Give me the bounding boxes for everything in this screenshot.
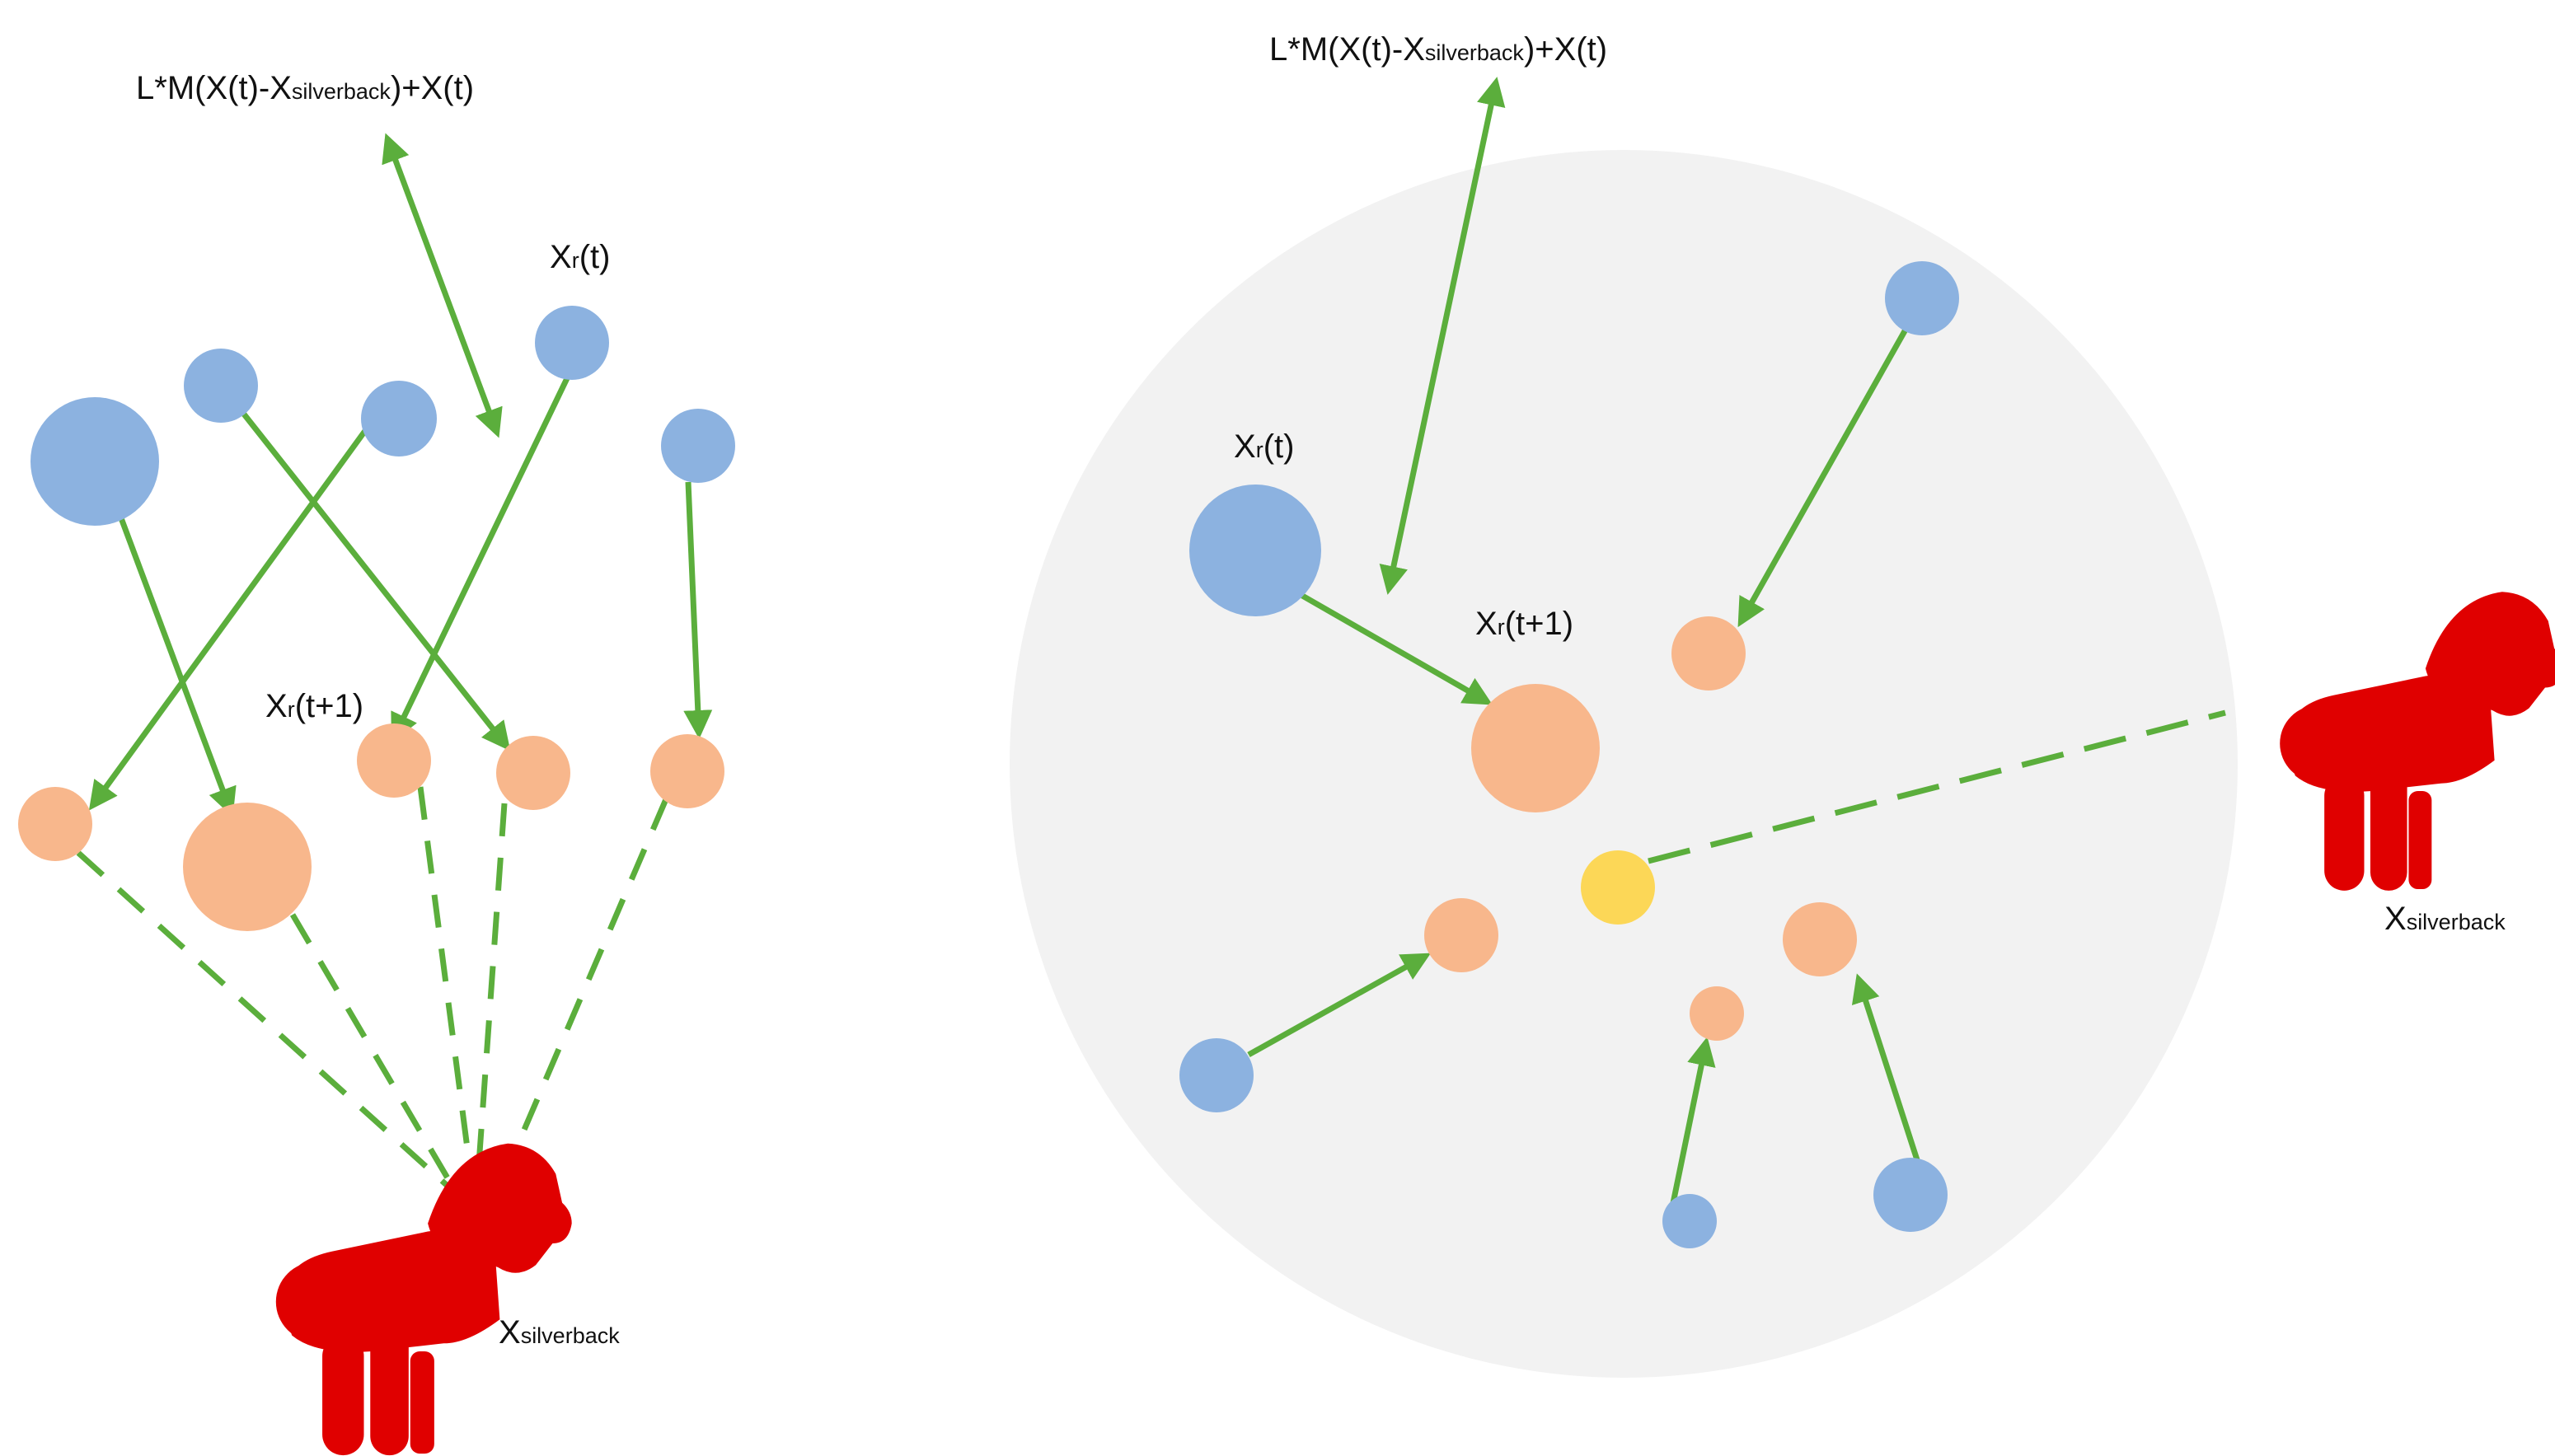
dashed-link [1648,709,2226,864]
right-update-arrows [1247,77,1924,1204]
explorer-circle [1873,1158,1948,1232]
candidate-circle [357,723,431,798]
formula-arrow [1379,77,1506,595]
explorer-circle [1662,1194,1717,1248]
arrow [1851,973,1924,1172]
left-formula-label: L*M(X(t)-Xsilverback)+X(t) [136,70,474,106]
arrow [88,426,369,811]
dashed-link [76,850,460,1197]
candidate-circle [650,734,724,808]
left-xr-t-label: Xr(t) [550,239,610,275]
right-next-positions [1424,616,1857,1041]
candidate-circle [1671,616,1746,691]
right-current-positions [1179,261,1959,1248]
arrow [1296,590,1493,705]
gorilla-icon [275,1143,572,1456]
arrow [1670,1037,1716,1204]
explorer-circle [1179,1038,1254,1112]
candidate-circle [496,736,570,810]
formula-arrow [382,133,503,438]
left-xr-t1-label: Xr(t+1) [265,688,363,724]
candidate-circle [1424,898,1498,972]
best-solution-circle [1581,850,1655,925]
candidate-circle [1783,902,1857,976]
left-silverback-label: Xsilverback [499,1314,620,1351]
arrow [1737,328,1909,628]
explorer-circle [661,409,735,483]
right-formula-label: L*M(X(t)-Xsilverback)+X(t) [1269,31,1607,68]
arrow [237,405,511,751]
right-silverback-label: Xsilverback [2384,901,2506,937]
dashed-link [473,803,508,1200]
dashed-link [417,786,477,1200]
left-update-arrows [88,133,713,817]
left-silverback-links [76,786,669,1201]
dashed-link [289,913,461,1196]
explorer-circle [535,306,609,380]
left-current-positions [30,306,735,526]
explorer-circle [361,381,437,456]
arrow [112,501,237,817]
right-xr-t-label: Xr(t) [1234,428,1294,465]
right-xr-t1-label: Xr(t+1) [1475,606,1573,642]
dashed-link [491,798,669,1201]
arrow [683,481,713,739]
arrow [391,373,572,743]
arrow [1247,953,1432,1058]
gorilla-icon [2280,592,2555,891]
explorer-circle [1189,485,1321,616]
candidate-circle [1471,684,1600,812]
candidate-circle [1690,986,1744,1041]
candidate-circle [18,787,92,861]
candidate-circle [183,803,312,931]
explorer-circle [30,397,159,526]
explorer-circle [184,349,258,423]
left-next-positions [18,723,724,931]
explorer-circle [1885,261,1959,335]
search-region [1010,150,2238,1378]
